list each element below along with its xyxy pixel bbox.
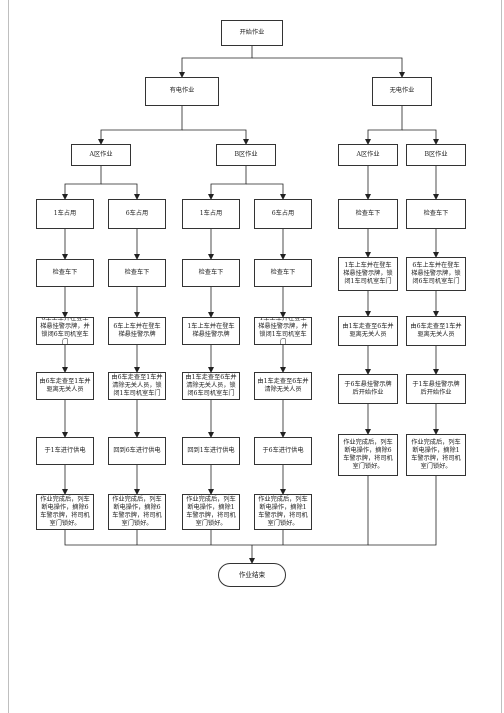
col4-power-node: 于6车进行供电 — [254, 437, 312, 465]
col2-power-node: 回到6车进行供电 — [108, 437, 166, 465]
col2-check-node: 检查车下 — [108, 259, 166, 287]
col6-clear-node: 由6车走查至1车并 驱离无关人员 — [406, 316, 466, 346]
col2-hang-node: 6车上车并在登车 梯悬挂警示牌 — [108, 317, 166, 345]
zone-a2-node: A区作业 — [338, 144, 398, 166]
page-frame — [8, 0, 502, 713]
unpowered-work-node: 无电作业 — [372, 77, 432, 106]
end-node: 作业结束 — [218, 563, 286, 587]
col5-hang-node: 1车上车并在登车 梯悬挂警示牌，锁 闭1车司机室车门 — [338, 257, 398, 291]
col6-check-node: 检查车下 — [406, 199, 466, 229]
col3-occupy-node: 1车占用 — [182, 199, 240, 229]
col5-sign-node: 于6车悬挂警示牌 后开始作业 — [338, 374, 398, 404]
zone-a-node: A区作业 — [71, 144, 131, 166]
col5-clear-node: 由1车走查至6车并 驱离无关人员 — [338, 316, 398, 346]
col1-clear-node: 由6车走查至1车并 驱离无关人员 — [36, 372, 94, 400]
col1-finish-node: 作业完成后，列车 断电操作，摘除6 车警示牌，将司机 室门锁好。 — [36, 494, 94, 530]
col5-check-node: 检查车下 — [338, 199, 398, 229]
start-node: 开始作业 — [221, 20, 283, 46]
col4-hang-node: 1车上车并在登车 梯悬挂警示牌，并 锁闭1车司机室车 门 — [254, 317, 312, 345]
col4-check-node: 检查车下 — [254, 259, 312, 287]
col3-hang-node: 1车上车并在登车 梯悬挂警示牌 — [182, 317, 240, 345]
col1-power-node: 于1车进行供电 — [36, 437, 94, 465]
col6-hang-node: 6车上车并在登车 梯悬挂警示牌，锁 闭6车司机室车门 — [406, 257, 466, 291]
col4-clear-node: 由1车走查至6车并 清除无关人员 — [254, 372, 312, 400]
col2-clear-node: 由6车走查至1车并 清除无关人员，锁 闭1车司机室车门 — [108, 372, 166, 400]
col4-occupy-node: 6车占用 — [254, 199, 312, 229]
zone-b2-node: B区作业 — [406, 144, 466, 166]
col3-check-node: 检查车下 — [182, 259, 240, 287]
col3-power-node: 回到1车进行供电 — [182, 437, 240, 465]
col4-finish-node: 作业完成后，列车 断电操作，摘除1 车警示牌，将司机 室门锁好。 — [254, 494, 312, 530]
powered-work-node: 有电作业 — [145, 77, 219, 106]
col3-finish-node: 作业完成后，列车 断电操作，摘除1 车警示牌，将司机 室门锁好。 — [182, 494, 240, 530]
col1-occupy-node: 1车占用 — [36, 199, 94, 229]
zone-b-node: B区作业 — [216, 144, 276, 166]
col6-sign-node: 于1车悬挂警示牌 后开始作业 — [406, 374, 466, 404]
col5-finish-node: 作业完成后，列车 断电操作，摘除6 车警示牌，将司机 室门锁好。 — [338, 434, 398, 476]
col1-hang-node: 6车上车并在登车 梯悬挂警示牌，并 锁闭6车司机室车 门 — [36, 317, 94, 345]
col2-occupy-node: 6车占用 — [108, 199, 166, 229]
col1-check-node: 检查车下 — [36, 259, 94, 287]
col6-finish-node: 作业完成后，列车 断电操作，摘除1 车警示牌，将司机 室门锁好。 — [406, 434, 466, 476]
col3-clear-node: 由1车走查至6车并 清除无关人员，锁 闭6车司机室车门 — [182, 372, 240, 400]
col2-finish-node: 作业完成后，列车 断电操作，摘除6 车警示牌，将司机 室门锁好。 — [108, 494, 166, 530]
